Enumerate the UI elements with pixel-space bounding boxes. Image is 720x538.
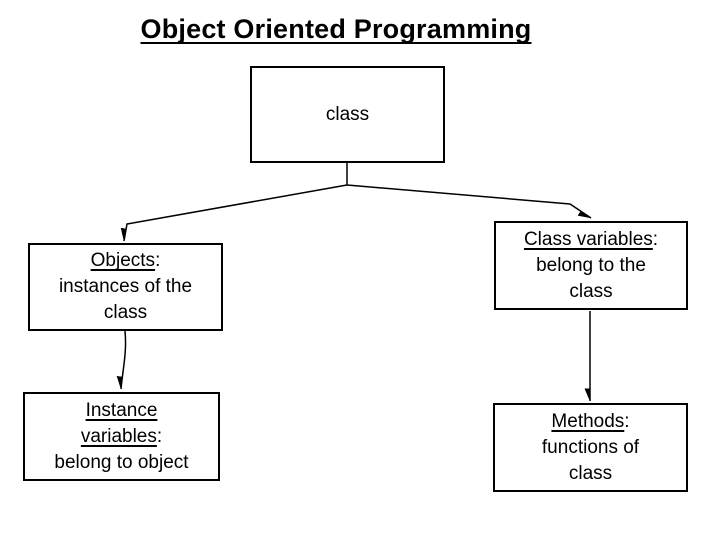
node-objects: Objects: instances of the class xyxy=(28,243,223,331)
node-objects-heading-line: Objects: xyxy=(91,248,161,274)
edge-class-to-objects xyxy=(124,184,348,241)
node-instance-variables-heading1: Instance xyxy=(85,399,158,421)
node-instance-variables-heading2: variables xyxy=(80,425,157,447)
node-instance-variables-body-line1: belong to object xyxy=(54,451,189,473)
node-methods-body-line1: functions of xyxy=(541,436,640,458)
node-instance-variables-colon: : xyxy=(156,425,163,447)
node-objects-body-line1: instances of the xyxy=(58,276,193,297)
node-methods: Methods: functions of class xyxy=(493,403,688,492)
node-class-variables-body-line2: class xyxy=(569,280,613,302)
node-objects-colon: : xyxy=(155,250,161,271)
node-class-variables-heading: Class variables xyxy=(523,228,653,250)
node-class-variables-body-line1: belong to the xyxy=(536,254,646,276)
node-objects-body-line2: class xyxy=(103,302,148,323)
edge-class-to-class-variables xyxy=(346,184,592,219)
node-methods-heading-line: Methods: xyxy=(551,409,629,435)
node-instance-variables-heading-line2: variables: xyxy=(81,424,162,450)
node-class-variables: Class variables: belong to the class xyxy=(494,221,688,310)
node-class: class xyxy=(250,66,445,163)
page-title-text: Object Oriented Programming xyxy=(140,14,532,44)
node-methods-body-line2: class xyxy=(568,462,613,484)
node-methods-heading: Methods xyxy=(551,410,625,432)
node-methods-colon: : xyxy=(624,410,630,432)
node-objects-heading: Objects xyxy=(90,250,156,271)
page-title: Object Oriented Programming xyxy=(0,14,672,45)
node-class-label: class xyxy=(325,103,370,125)
node-instance-variables-heading-line1: Instance xyxy=(86,398,158,424)
node-instance-variables: Instance variables: belong to object xyxy=(23,392,220,481)
node-class-variables-colon: : xyxy=(652,228,659,250)
edge-objects-to-instance-variables xyxy=(121,330,127,389)
node-class-variables-heading-line: Class variables: xyxy=(524,227,658,253)
